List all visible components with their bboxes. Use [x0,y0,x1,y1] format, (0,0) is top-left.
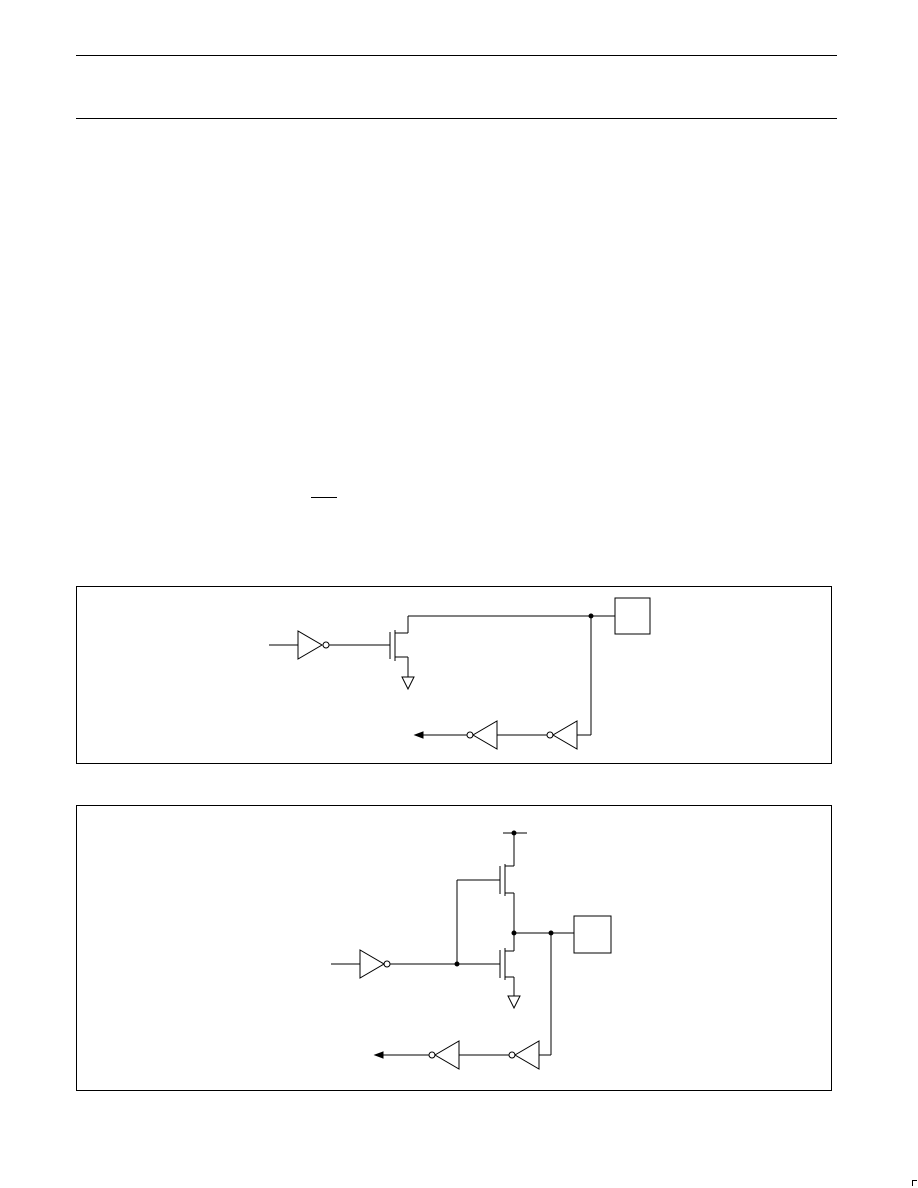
figure-push-pull [76,805,832,1091]
output-pad [614,597,651,635]
feedback-inverter-1 [514,1040,540,1070]
pmos-transistor [499,864,514,896]
ground-symbol [401,676,415,691]
open-drain-schematic [269,597,651,750]
figure-open-drain [76,586,832,764]
header-bottom-rule [76,118,837,119]
input-inverter-bubble [322,641,330,649]
nmos-transistor [499,948,514,980]
feedback-inverter-1 [552,720,578,750]
push-pull-schematic [331,830,612,1070]
ground-symbol [507,995,521,1010]
header-top-rule [76,55,837,56]
nmos-transistor [389,630,408,661]
output-arrowhead [373,1051,384,1059]
feedback-inverter-2 [472,720,498,750]
output-pad [573,915,612,954]
output-arrowhead [413,731,424,739]
signal-overbar [311,497,337,498]
input-inverter [359,949,385,979]
crop-mark [912,1180,917,1186]
input-inverter [297,630,323,660]
feedback-inverter-2 [434,1040,460,1070]
